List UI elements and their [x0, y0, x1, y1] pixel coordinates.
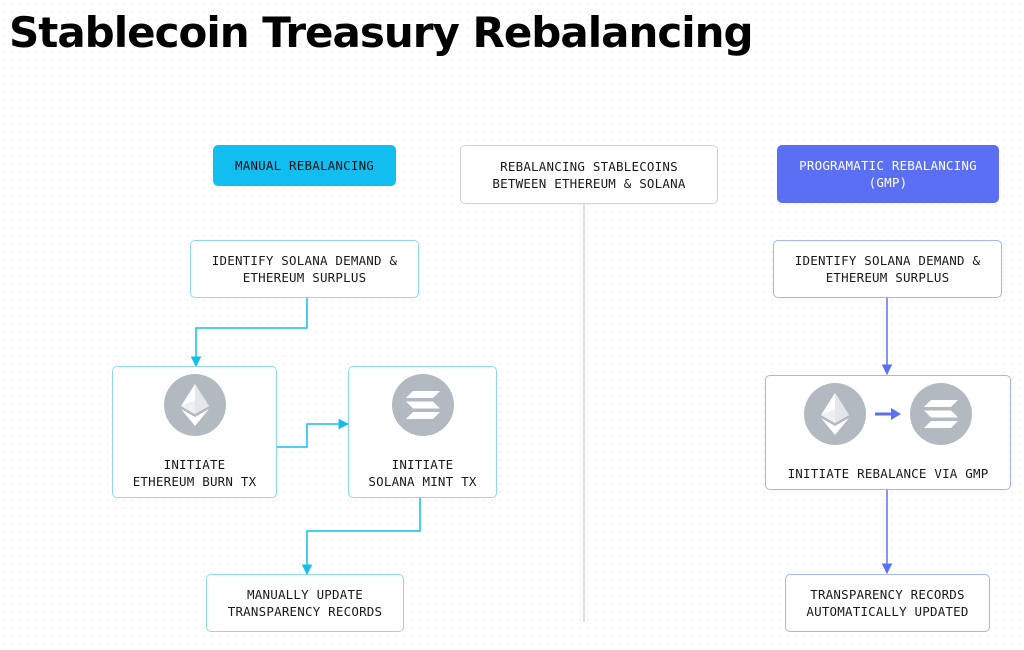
manual-arrow-mint-to-update: [301, 498, 421, 576]
center-header-line-2: BETWEEN ETHEREUM & SOLANA: [492, 175, 686, 191]
solana-icon: [391, 374, 454, 436]
programmatic-identify-line-2: ETHEREUM SURPLUS: [825, 270, 950, 285]
programmatic-header-line-2: (GMP): [868, 175, 908, 190]
ethereum-icon: [163, 374, 226, 436]
manual-identify-node: IDENTIFY SOLANA DEMAND & ETHEREUM SURPLU…: [190, 240, 419, 298]
center-header-line-1: REBALANCING STABLECOINS: [500, 158, 678, 174]
manual-identify-line-2: ETHEREUM SURPLUS: [242, 270, 367, 285]
programmatic-header-line-1: PROGRAMATIC REBALANCING: [799, 158, 977, 173]
ethereum-icon-wrap: [163, 374, 226, 436]
programmatic-identify-node: IDENTIFY SOLANA DEMAND & ETHEREUM SURPLU…: [773, 240, 1002, 298]
manual-mint-line-2: SOLANA MINT TX: [368, 474, 477, 489]
programmatic-records-line-2: AUTOMATICALLY UPDATED: [806, 604, 969, 619]
center-header: REBALANCING STABLECOINS BETWEEN ETHEREUM…: [460, 145, 718, 204]
solana-icon-wrap: [391, 374, 454, 436]
manual-burn-node: INITIATE ETHEREUM BURN TX: [112, 366, 277, 498]
arrow-right-icon: [874, 407, 902, 421]
gmp-icons-row: [804, 383, 972, 445]
manual-burn-line-1: INITIATE: [163, 457, 226, 472]
solana-icon: [910, 383, 972, 445]
programmatic-identify-line-1: IDENTIFY SOLANA DEMAND &: [794, 253, 981, 268]
manual-mint-node: INITIATE SOLANA MINT TX: [348, 366, 497, 498]
manual-arrow-burn-to-mint: [277, 418, 350, 448]
ethereum-icon: [804, 383, 866, 445]
manual-arrow-identify-to-burn: [190, 298, 308, 368]
manual-burn-line-2: ETHEREUM BURN TX: [132, 474, 257, 489]
manual-update-line-1: MANUALLY UPDATE: [247, 587, 363, 602]
programmatic-records-node: TRANSPARENCY RECORDS AUTOMATICALLY UPDAT…: [785, 574, 990, 632]
page-title: Stablecoin Treasury Rebalancing: [9, 8, 754, 57]
programmatic-rebalance-node: INITIATE REBALANCE VIA GMP: [765, 375, 1011, 490]
programmatic-rebalancing-header: PROGRAMATIC REBALANCING (GMP): [777, 145, 999, 203]
manual-identify-line-1: IDENTIFY SOLANA DEMAND &: [211, 253, 398, 268]
programmatic-records-line-1: TRANSPARENCY RECORDS: [810, 587, 965, 602]
manual-update-node: MANUALLY UPDATE TRANSPARENCY RECORDS: [206, 574, 404, 632]
manual-rebalancing-header: MANUAL REBALANCING: [213, 145, 396, 186]
programmatic-rebalance-label: INITIATE REBALANCE VIA GMP: [787, 466, 989, 481]
manual-update-line-2: TRANSPARENCY RECORDS: [227, 604, 383, 619]
manual-mint-line-1: INITIATE: [391, 457, 454, 472]
manual-header-line-1: MANUAL REBALANCING: [234, 158, 375, 173]
